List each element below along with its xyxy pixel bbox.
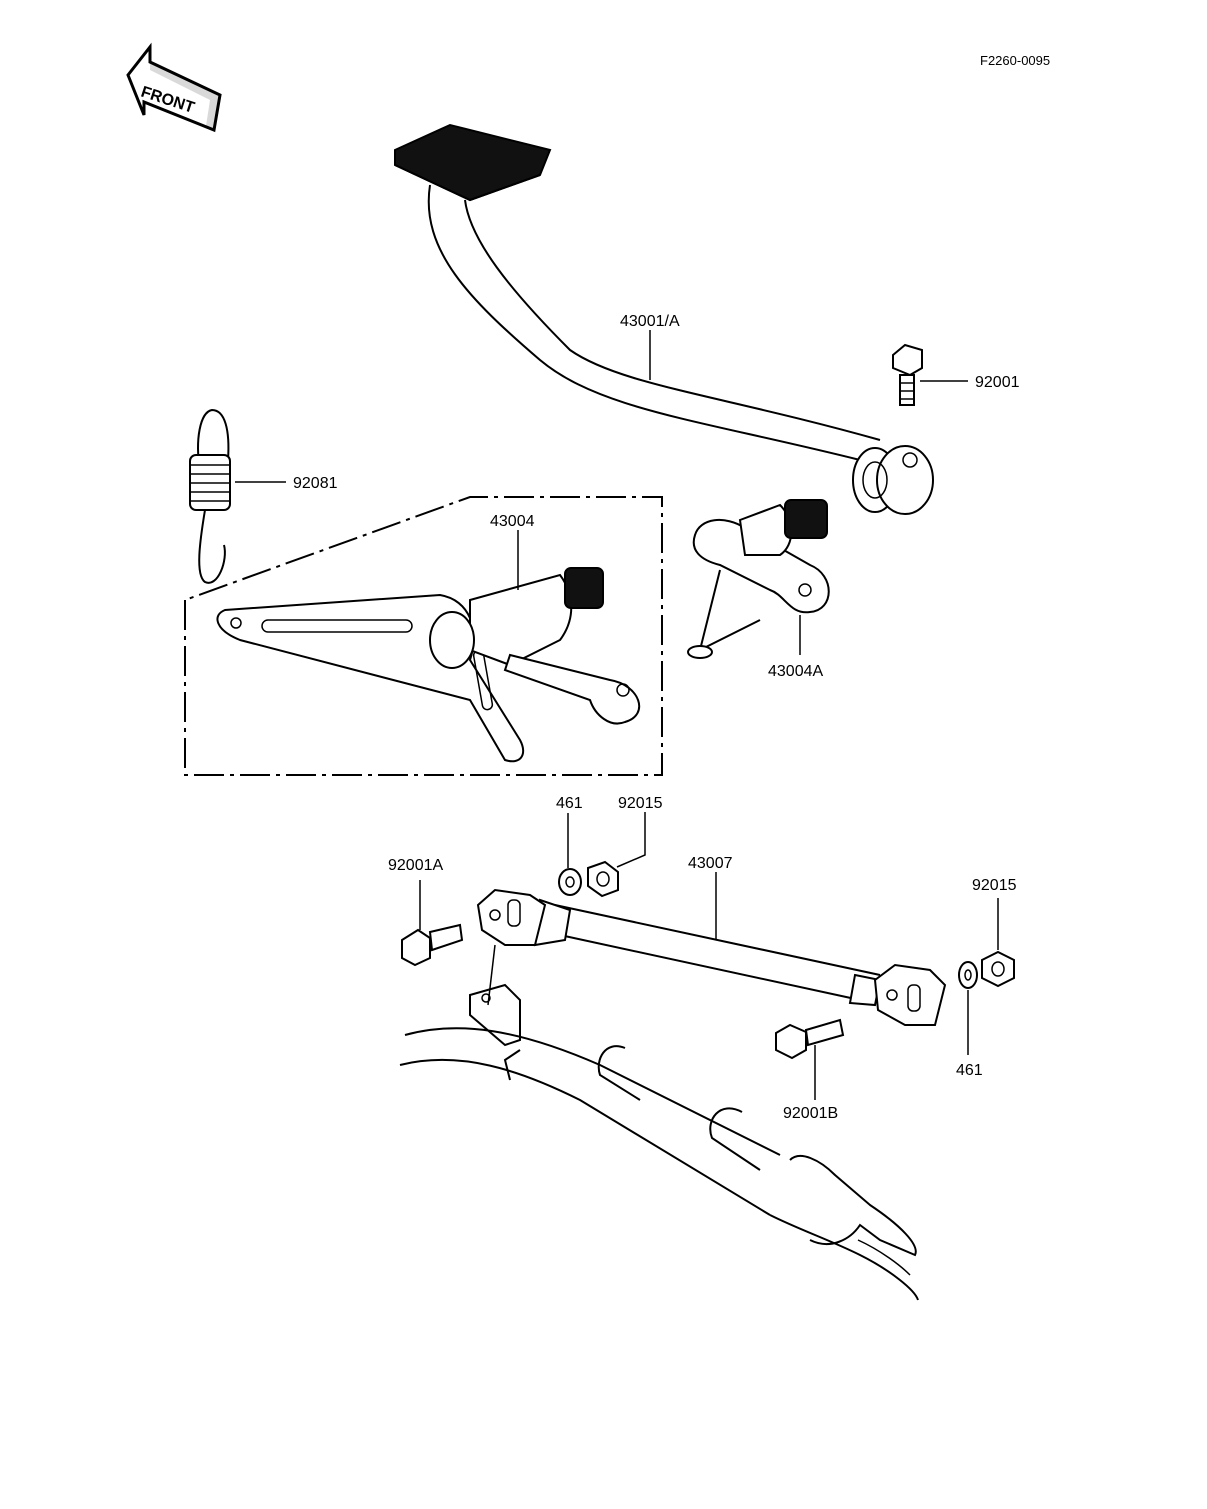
bolt-92001b bbox=[775, 1018, 845, 1060]
label-shaft-alt: 43004A bbox=[768, 663, 823, 680]
bolt-92001 bbox=[892, 343, 923, 406]
label-bolt-right: 92001B bbox=[783, 1105, 838, 1122]
spring-92081 bbox=[189, 408, 231, 584]
shaft-43004a bbox=[687, 499, 830, 659]
label-nut-right: 92015 bbox=[972, 877, 1017, 894]
washer-left bbox=[558, 868, 582, 896]
front-arrow-icon: FRONT bbox=[126, 42, 222, 133]
label-washer-left: 461 bbox=[556, 795, 583, 812]
label-shaft: 43004 bbox=[490, 513, 535, 530]
label-washer-right: 461 bbox=[956, 1062, 983, 1079]
label-rod: 43007 bbox=[688, 855, 733, 872]
brake-rod-43007 bbox=[476, 888, 947, 1026]
label-bolt-top: 92001 bbox=[975, 374, 1020, 391]
label-spring: 92081 bbox=[293, 475, 338, 492]
diagram-code: F2260-0095 bbox=[980, 53, 1050, 68]
nut-left bbox=[587, 860, 619, 898]
label-nut-left: 92015 bbox=[618, 795, 663, 812]
shaft-43004-box bbox=[184, 496, 663, 776]
bolt-92001a bbox=[401, 923, 464, 967]
nut-right bbox=[981, 950, 1015, 988]
label-pedal: 43001/A bbox=[620, 313, 680, 330]
brake-pedal bbox=[394, 123, 934, 515]
washer-right bbox=[958, 961, 978, 989]
label-bolt-left: 92001A bbox=[388, 857, 443, 874]
frame-section bbox=[399, 944, 919, 1301]
